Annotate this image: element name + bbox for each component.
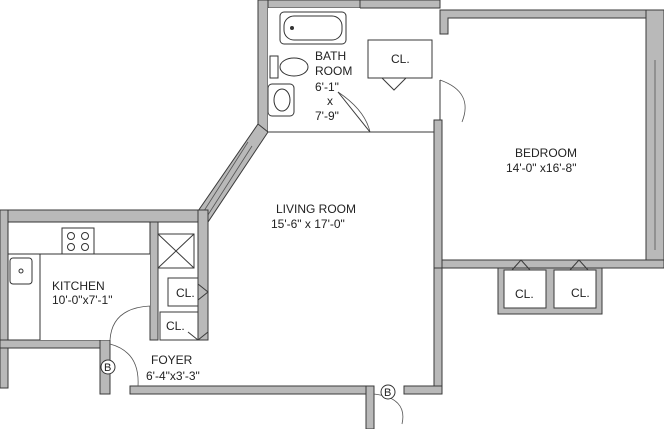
foyer-name: FOYER <box>151 353 193 367</box>
kitchen-right-wall-ext <box>197 209 209 341</box>
entry-bottom-wall <box>129 385 373 395</box>
bath-label-line1: BATH <box>315 49 346 63</box>
closet-foyer-lower: CL. <box>166 319 185 333</box>
living-right-wall <box>433 267 443 393</box>
stove <box>61 227 95 255</box>
shaft-box <box>157 233 195 269</box>
foyer-dims: 6'-4"x3'-3" <box>146 369 200 383</box>
entry-door-swing <box>373 393 404 425</box>
kitchen-top-wall <box>0 209 201 223</box>
entry-marker-circle <box>380 384 396 400</box>
bath-dim1: 6'-1" <box>315 80 339 94</box>
kitchen-name: KITCHEN <box>52 279 105 293</box>
kitchen-door-swing <box>109 305 151 341</box>
foyer-marker-circle <box>100 359 116 375</box>
closet-bedroom-right: CL. <box>571 286 590 300</box>
bath-left-wall <box>257 0 269 133</box>
bedroom-top-wall <box>439 9 647 35</box>
bath-dim2: 7'-9" <box>315 109 339 123</box>
closet-foyer-upper: CL. <box>176 286 195 300</box>
kitchen-dims: 10'-0"x7'-1" <box>52 293 112 307</box>
entry-marker: B <box>384 387 391 399</box>
entry-jamb <box>365 385 375 429</box>
bath-dim-x: x <box>327 94 333 108</box>
bath-top-wall <box>257 0 369 9</box>
kitchen-right-wall <box>149 221 159 341</box>
foyer-door-swing <box>109 343 139 387</box>
toilet-tank <box>269 55 279 79</box>
foyer-closet-lower <box>159 311 199 341</box>
toilet-bowl <box>279 57 309 77</box>
living-name: LIVING ROOM <box>276 202 356 216</box>
closet-bath-top: CL. <box>391 52 410 66</box>
bedroom-living-divider <box>433 119 443 269</box>
bedroom-name: BEDROOM <box>515 146 577 160</box>
hall-door-swing <box>439 79 466 123</box>
kitchen-left-wall <box>0 209 9 389</box>
bedroom-dims: 14'-0" x16'-8" <box>506 161 576 175</box>
bath-door-swing <box>337 91 371 133</box>
foyer-closet-upper <box>167 277 199 307</box>
bedroom-bottom-wall <box>439 259 664 269</box>
living-bottom-wall <box>403 385 443 395</box>
closet-bedroom-left: CL. <box>515 287 534 301</box>
living-dims: 15'-6" x 17'-0" <box>271 217 345 231</box>
bath-label-line2: ROOM <box>315 64 352 78</box>
diagonal-wall <box>195 123 269 223</box>
kitchen-bottom-wall <box>0 339 111 349</box>
foyer-marker: B <box>104 362 111 374</box>
bath-closet <box>367 39 433 79</box>
upper-corridor-wall <box>359 0 441 9</box>
